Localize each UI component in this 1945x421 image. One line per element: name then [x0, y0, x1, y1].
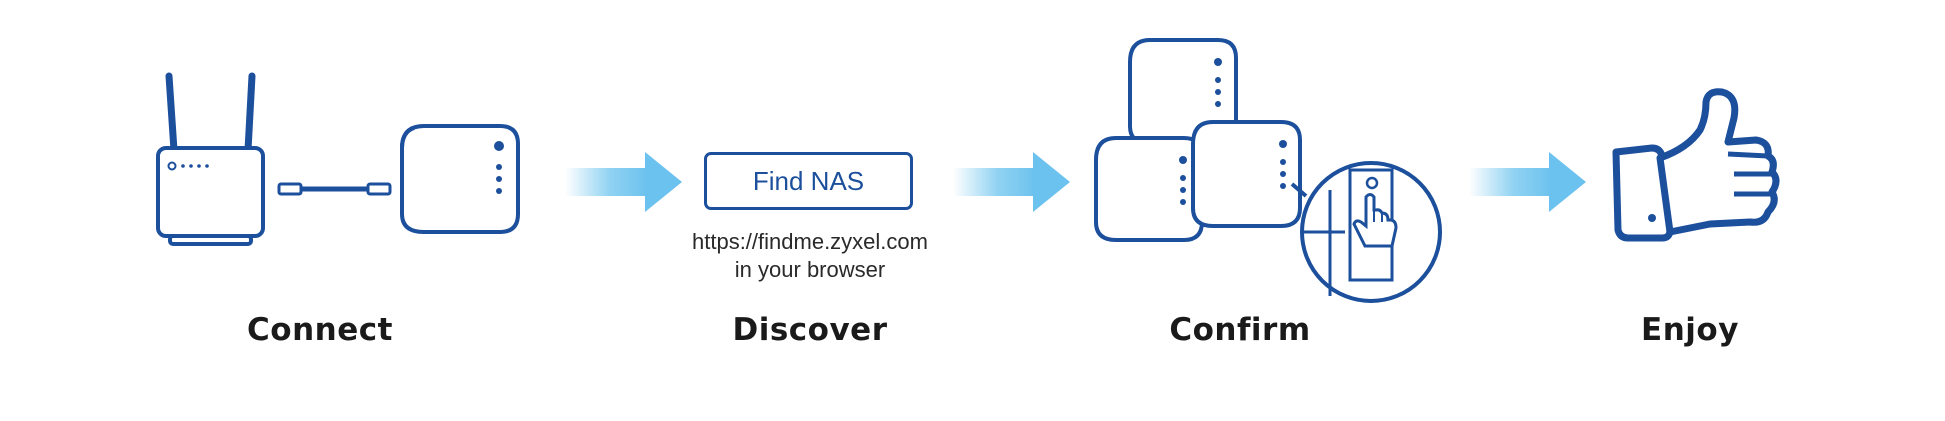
browser-instruction-text: in your browser	[734, 257, 886, 282]
step-label-discover: Discover	[732, 312, 888, 348]
nas-device-icon	[1191, 120, 1302, 228]
router-icon	[156, 72, 265, 246]
ethernet-cable-icon	[277, 182, 392, 196]
nas-device-icon	[1094, 136, 1204, 242]
nas-device-icon	[400, 124, 520, 234]
step-label-connect: Connect	[247, 312, 393, 348]
findme-url-text: https://findme.zyxel.com	[692, 229, 928, 254]
arrow-right-icon	[953, 152, 1070, 212]
thumbs-up-icon	[1612, 88, 1780, 242]
step-label-enjoy: Enjoy	[1641, 312, 1739, 348]
finger-press-icon	[1290, 161, 1442, 303]
arrow-right-icon	[1469, 152, 1586, 212]
step-label-confirm: Confirm	[1169, 312, 1311, 348]
arrow-right-icon	[565, 152, 682, 212]
find-nas-button[interactable]: Find NAS	[704, 152, 913, 210]
